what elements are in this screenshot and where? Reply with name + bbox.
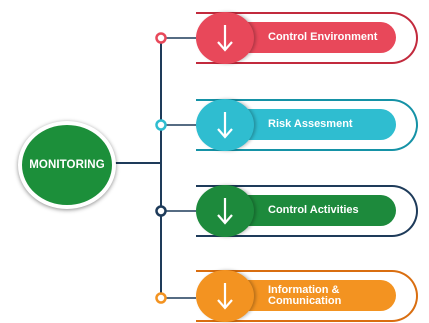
arrow-down-icon: [217, 198, 233, 225]
node-dot-2: [155, 119, 167, 131]
component-card-control-activities: Control Activities: [196, 185, 418, 237]
component-card-control-environment: Control Environment: [196, 12, 418, 64]
node-dot-3: [155, 205, 167, 217]
monitoring-hub: MONITORING: [18, 121, 116, 209]
arrow-down-icon: [217, 112, 233, 139]
node-dot-4: [155, 292, 167, 304]
card-badge: [196, 270, 254, 322]
component-card-risk-assesment: Risk Assesment: [196, 99, 418, 151]
card-badge: [196, 12, 254, 64]
card-label: Information & Comunication: [268, 283, 342, 307]
card-badge: [196, 99, 254, 151]
node-dot-1: [155, 32, 167, 44]
component-card-information-comunication: Information & Comunication: [196, 270, 418, 322]
card-label: Risk Assesment: [268, 118, 353, 130]
card-badge: [196, 185, 254, 237]
arrow-down-icon: [217, 25, 233, 52]
card-label: Control Environment: [268, 31, 378, 43]
hub-label: MONITORING: [29, 159, 105, 171]
arrow-down-icon: [217, 283, 233, 310]
card-label: Control Activities: [268, 204, 359, 216]
